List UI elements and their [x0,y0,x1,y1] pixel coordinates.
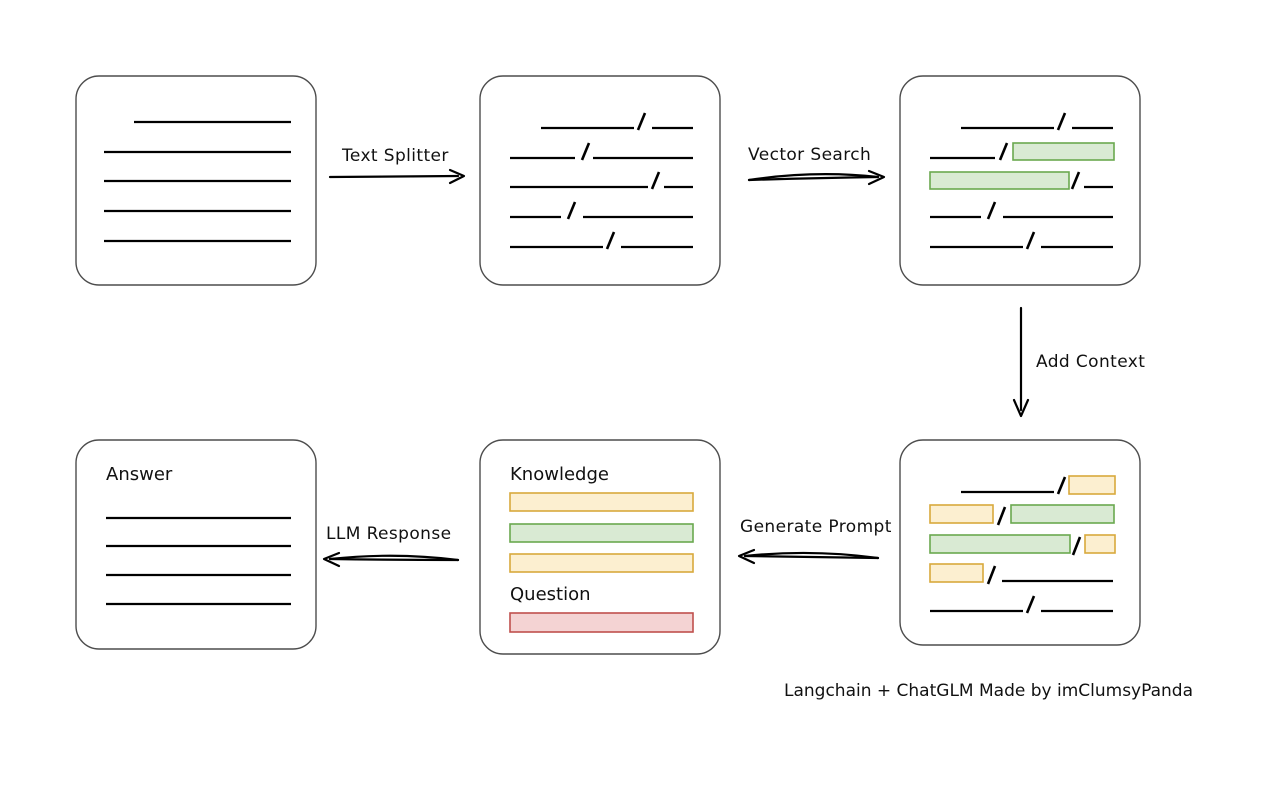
highlight-green [929,534,1071,554]
knowledge-heading: Knowledge [510,464,609,485]
knowledge-bar-yellow-1 [509,492,694,512]
edge-add-context[interactable] [1012,306,1030,418]
node-prompt[interactable] [479,439,721,655]
knowledge-bar-green-1 [509,523,694,543]
answer-lines [106,516,291,606]
highlight-yellow [1068,475,1116,495]
highlight-yellow [929,504,994,524]
node-answer[interactable] [75,439,317,650]
footer-credit: Langchain + ChatGLM Made by imClumsyPand… [784,681,1193,701]
edge-vector-search[interactable] [747,169,886,186]
source-document-lines [104,120,291,243]
edge-generate-prompt[interactable] [737,548,880,565]
edge-label-vector-search: Vector Search [748,145,872,165]
prompt-bars [509,492,694,633]
edge-text-splitter[interactable] [328,168,466,185]
node-context-chunks[interactable] [899,439,1141,646]
context-chunks-lines [929,475,1116,614]
highlight-green [1012,142,1115,161]
question-bar-red-1 [509,612,694,633]
highlight-green [1010,504,1115,524]
node-source-document[interactable] [75,75,317,286]
question-heading: Question [510,584,591,605]
edge-label-text-splitter: Text Splitter [342,146,449,166]
highlight-yellow [929,563,984,583]
split-chunks-frame [479,75,721,286]
edge-label-add-context: Add Context [1036,352,1146,372]
edge-label-generate-prompt: Generate Prompt [740,517,892,537]
knowledge-bar-yellow-2 [509,553,694,573]
split-chunks-lines [510,112,693,250]
node-matched-chunks[interactable] [899,75,1141,286]
answer-heading: Answer [106,464,173,485]
edge-llm-response[interactable] [322,551,460,568]
answer-frame [75,439,317,650]
highlight-green [929,171,1070,190]
node-split-chunks[interactable] [479,75,721,286]
edge-label-llm-response: LLM Response [326,524,452,544]
matched-chunks-lines [929,112,1115,250]
highlight-yellow [1084,534,1116,554]
